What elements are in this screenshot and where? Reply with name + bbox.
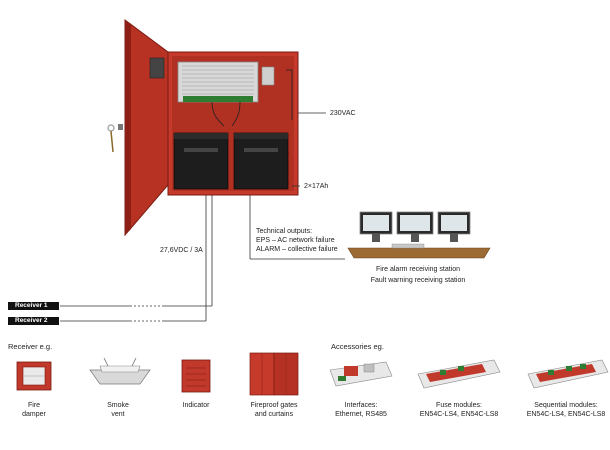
station-label-line1: Fire alarm receiving station bbox=[375, 266, 461, 273]
interface-module-icon bbox=[329, 361, 393, 387]
battery-label: 2×17Ah bbox=[304, 183, 329, 190]
receiver-item-label: Smoke bbox=[107, 402, 129, 409]
ac-input-label: 230VAC bbox=[330, 110, 356, 117]
receiver-item-label: Fireproof gates bbox=[250, 402, 298, 409]
tech-output-eps: EPS – AC network failure bbox=[256, 237, 335, 244]
internal-wiring bbox=[211, 69, 293, 127]
connection-lines bbox=[205, 112, 345, 321]
accessory-item-label: Ethernet, RS485 bbox=[335, 411, 387, 418]
receiver-item-label: damper bbox=[22, 411, 46, 418]
station-label-line2: Fault warning receiving station bbox=[370, 277, 466, 284]
receiver-item-label: Indicator bbox=[182, 402, 210, 409]
smoke-vent-icon bbox=[89, 357, 151, 385]
fire-gate-icon bbox=[249, 352, 299, 396]
fire-damper-icon bbox=[16, 361, 52, 391]
receiver-2-box: Receiver 2 bbox=[8, 317, 59, 325]
receiving-station-icon bbox=[347, 211, 491, 259]
receiver-item-label: Fire bbox=[27, 402, 41, 409]
door-key-icon bbox=[107, 124, 123, 153]
indicator-icon bbox=[181, 359, 211, 393]
receiver-item-label: and curtains bbox=[254, 411, 294, 418]
sequential-module-icon bbox=[527, 359, 609, 389]
cabinet-door bbox=[124, 19, 169, 237]
receiver-section-title: Receiver e.g. bbox=[8, 342, 53, 351]
accessories-section-title: Accessories eg. bbox=[331, 342, 384, 351]
fuse-module-icon bbox=[417, 359, 501, 389]
tech-outputs-title: Technical outputs: bbox=[256, 228, 313, 235]
receiver-item-label: vent bbox=[111, 411, 125, 418]
accessory-item-label: Sequential modules: bbox=[534, 402, 598, 409]
battery-icon bbox=[173, 132, 289, 190]
psu-module-icon bbox=[149, 57, 275, 103]
accessory-item-label: Interfaces: bbox=[344, 402, 378, 409]
output-voltage-label: 27,6VDC / 3A bbox=[160, 247, 203, 254]
accessory-item-label: EN54C-LS4, EN54C-LS8 bbox=[419, 411, 499, 418]
accessory-item-label: Fuse modules: bbox=[436, 402, 482, 409]
receiver-lines bbox=[60, 305, 212, 322]
receiver-1-box: Receiver 1 bbox=[8, 302, 59, 310]
tech-output-alarm: ALARM – collective failure bbox=[256, 246, 338, 253]
accessory-item-label: EN54C-LS4, EN54C-LS8 bbox=[526, 411, 606, 418]
